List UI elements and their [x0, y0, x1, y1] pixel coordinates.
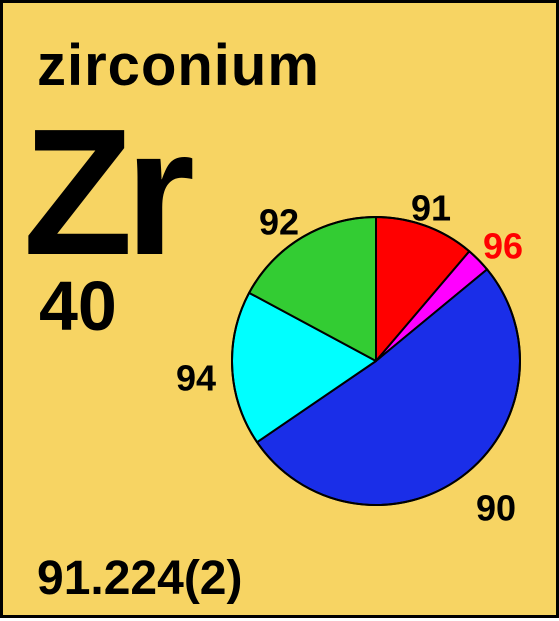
atomic-number: 40	[39, 267, 117, 345]
pie-label-96: 96	[483, 226, 523, 267]
pie-label-91: 91	[411, 188, 451, 229]
pie-label-92: 92	[259, 202, 299, 243]
element-name: zirconium	[37, 33, 320, 98]
pie-label-90: 90	[476, 488, 516, 529]
element-symbol: Zr	[23, 92, 195, 293]
pie-outline	[231, 216, 521, 506]
atomic-weight: 91.224(2)	[37, 552, 243, 605]
isotope-pie-chart: 91 96 90 94 92	[176, 188, 523, 529]
pie-label-94: 94	[176, 358, 216, 399]
